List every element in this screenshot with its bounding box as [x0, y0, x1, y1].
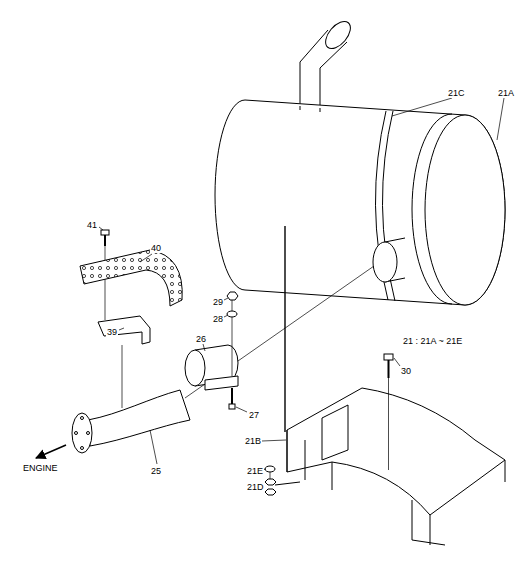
callout-number: 30: [400, 366, 412, 376]
callout-number: 26: [195, 334, 207, 344]
callout-number: 21D: [246, 482, 265, 492]
callout-number: 39: [106, 327, 118, 337]
callout-number: 27: [248, 410, 260, 420]
assembly-note: 21 : 21A ~ 21E: [402, 336, 463, 346]
callout-number: 25: [150, 466, 162, 476]
callout-number: 40: [150, 243, 162, 253]
callout-number: 41: [86, 220, 98, 230]
callout-number: 21E: [246, 466, 264, 476]
direction-label: ENGINE: [22, 463, 59, 473]
callout-number: 21C: [447, 88, 466, 98]
callout-number: 21A: [497, 88, 515, 98]
callout-number: 28: [212, 314, 224, 324]
callout-number: 29: [212, 297, 224, 307]
callout-number: 21B: [244, 436, 262, 446]
